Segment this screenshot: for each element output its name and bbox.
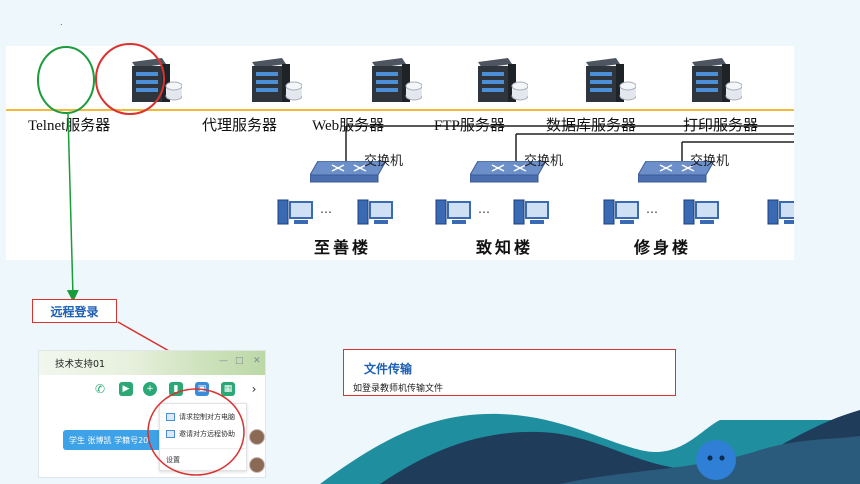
server-label-print: 打印服务器 <box>683 118 759 134</box>
monitor-icon <box>166 413 175 421</box>
computer-icon <box>357 199 393 225</box>
computer-icon <box>513 199 549 225</box>
menu-item-settings[interactable]: 设置 <box>166 455 180 465</box>
file-transfer-title: 文件传输 <box>364 362 413 376</box>
phone-icon[interactable]: ✆ <box>93 382 107 396</box>
page-marker: . <box>60 18 63 27</box>
computer-icon <box>435 199 471 225</box>
maximize-icon[interactable]: □ <box>235 356 244 366</box>
chat-window-screenshot: 技术支持01 — □ ✕ ✆ ▶ + ▮ ▣ ▦ › 学生 张博凯 学籍号20 … <box>38 350 266 478</box>
computer-icon <box>277 199 313 225</box>
wave-dark <box>380 410 860 484</box>
ftp-server-icon <box>372 58 422 102</box>
apps-icon[interactable]: ▦ <box>221 382 235 396</box>
menu-item-label: 设置 <box>166 456 180 464</box>
network-diagram: Telnet服务器 代理服务器 Web服务器 FTP服务器 数据库服务器 打印服… <box>6 46 794 260</box>
ellipsis: … <box>478 202 490 216</box>
server-label-telnet: Telnet服务器 <box>28 118 111 134</box>
switch-label: 交换机 <box>690 154 730 169</box>
close-icon[interactable]: ✕ <box>253 356 261 366</box>
menu-item-invite-assist[interactable]: 邀请对方远程协助 <box>166 429 235 439</box>
mascot-icon <box>696 440 736 480</box>
switch-label: 交换机 <box>364 154 404 169</box>
chart-icon[interactable]: ▮ <box>169 382 183 396</box>
building-label: 至善楼 <box>314 238 372 257</box>
video-icon[interactable]: ▶ <box>119 382 133 396</box>
wave-mid <box>560 436 860 484</box>
switch-icon <box>638 161 714 183</box>
ellipsis: … <box>320 202 332 216</box>
chat-title: 技术支持01 <box>55 359 106 370</box>
server-label-database: 数据库服务器 <box>546 118 637 134</box>
computer-icon <box>603 199 639 225</box>
ellipsis: … <box>646 202 658 216</box>
building-label: 致知楼 <box>476 238 534 257</box>
computer-icon <box>767 199 794 225</box>
file-transfer-box: 文件传输 如登录教师机传输文件 <box>343 349 676 396</box>
building-label: 修身楼 <box>634 238 692 257</box>
add-icon[interactable]: + <box>143 382 157 396</box>
file-transfer-description: 如登录教师机传输文件 <box>353 384 444 394</box>
remote-menu: 请求控制对方电脑 邀请对方远程协助 设置 <box>159 403 248 471</box>
server-label-proxy: 代理服务器 <box>202 118 278 134</box>
avatar <box>249 429 265 445</box>
wave-teal <box>320 413 860 484</box>
avatar <box>249 457 265 473</box>
remote-desktop-icon[interactable]: ▣ <box>195 382 209 396</box>
remote-login-text: 远程登录 <box>50 304 99 319</box>
server-label-web: Web服务器 <box>312 118 385 134</box>
switch-icon <box>310 161 386 183</box>
web-server-icon <box>252 58 302 102</box>
menu-item-label: 邀请对方远程协助 <box>179 430 235 438</box>
remote-login-label: 远程登录 <box>32 299 117 323</box>
switch-label: 交换机 <box>524 154 564 169</box>
server-label-ftp: FTP服务器 <box>434 118 505 134</box>
computer-icon <box>683 199 719 225</box>
database-server-icon <box>478 58 528 102</box>
print-server-icon <box>586 58 636 102</box>
monitor-icon <box>166 430 175 438</box>
server-icon <box>132 58 182 102</box>
menu-item-request-control[interactable]: 请求控制对方电脑 <box>166 412 235 422</box>
minimize-icon[interactable]: — <box>219 356 228 366</box>
more-icon[interactable]: › <box>247 382 261 396</box>
server-icon <box>692 58 742 102</box>
switch-icon <box>470 161 546 183</box>
chat-header: 技术支持01 — □ ✕ <box>39 351 265 375</box>
menu-item-label: 请求控制对方电脑 <box>179 413 235 421</box>
